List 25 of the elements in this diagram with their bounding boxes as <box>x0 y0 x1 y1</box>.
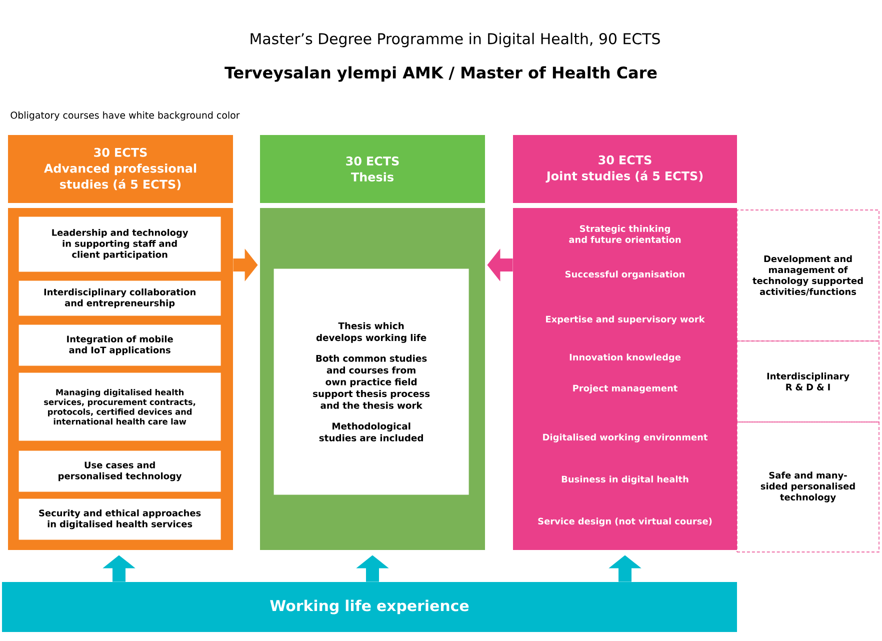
course-title: Strategic thinking and future orientation <box>569 225 681 243</box>
course-title: Digitalised working environment <box>543 434 708 442</box>
course-title: Successful organisation <box>565 270 684 280</box>
course-title: Business in digital health <box>562 476 688 484</box>
subtitle: Terveysalan ylempi AMK / Master of Health Care <box>224 66 657 82</box>
note: Obligatory courses have white background color <box>10 111 240 121</box>
course-title: Innovation knowledge <box>570 354 681 362</box>
column-header: 30 ECTS Joint studies (á 5 ECTS) <box>513 135 737 203</box>
theme-box: Safe and many-sided personalised technology <box>736 422 880 552</box>
thesis-box: Thesis which develops working life Both common studies and courses from own practice field support thesis process and the thesis work Methodological studies are included <box>274 268 469 495</box>
course-box: Integration of mobile and IoT applications <box>18 324 221 366</box>
theme-box: Interdisciplinary R & D & I <box>736 340 880 422</box>
course-box: Managing digitalised health services, procurement contracts, protocols, certified devices and international health care law <box>18 372 221 441</box>
course-box: Leadership and technology in supporting staff and client participation <box>18 216 221 272</box>
course-box: Use cases and personalised technology <box>18 450 221 492</box>
course-title: Service design (not virtual course) <box>538 518 712 526</box>
course-title: Expertise and supervisory work <box>546 316 705 324</box>
course-box: Security and ethical approaches in digitalised health services <box>18 498 221 540</box>
banner-bar: Working life experience <box>2 582 737 632</box>
course-box: Interdisciplinary collaboration and entrepreneurship <box>18 280 221 316</box>
column-header: 30 ECTS Advanced professional studies (á 5 ECTS) <box>8 135 233 203</box>
theme-box: Development and management of technology supported activities/functions <box>736 210 880 342</box>
course-title: Project management <box>573 384 678 394</box>
column-header: 30 ECTS Thesis <box>260 135 485 203</box>
title: Master’s Degree Programme in Digital Health, 90 ECTS <box>250 32 660 48</box>
